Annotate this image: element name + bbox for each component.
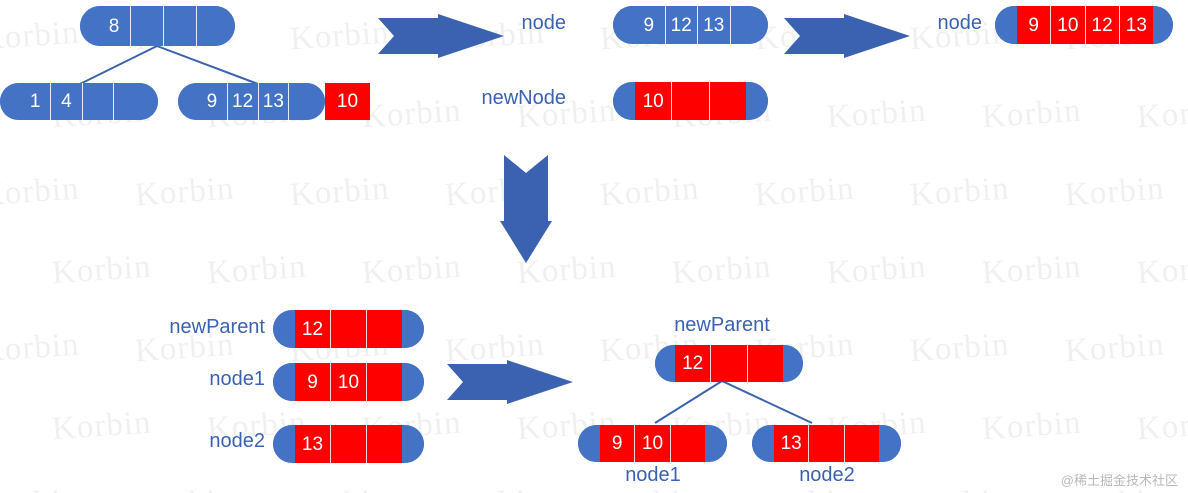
node-cell: 12 bbox=[295, 310, 330, 348]
stage1-right-child-node[interactable]: 9 12 13 bbox=[178, 83, 325, 120]
node-cell bbox=[81, 83, 113, 120]
node-cap-right bbox=[402, 363, 424, 401]
node-cell bbox=[288, 83, 319, 120]
node-cell: 13 bbox=[697, 6, 730, 44]
label-stage4-node1: node1 bbox=[209, 368, 265, 390]
stage1-left-child-node[interactable]: 1 4 bbox=[0, 83, 158, 120]
label-stage2-newnode: newNode bbox=[481, 87, 566, 109]
stage5-node1[interactable]: 9 10 bbox=[578, 425, 727, 462]
node-cap-left bbox=[995, 6, 1017, 44]
node-cell bbox=[112, 83, 144, 120]
node-cell: 9 bbox=[1017, 6, 1051, 44]
stage5-node2[interactable]: 13 bbox=[752, 425, 901, 462]
node-cap-right bbox=[782, 345, 803, 382]
arrow-stage1-to-stage2 bbox=[378, 14, 504, 58]
node-cell: 12 bbox=[664, 6, 697, 44]
node-cell bbox=[163, 6, 196, 46]
node-cell bbox=[729, 6, 762, 44]
node-cap-right bbox=[144, 83, 158, 120]
node-cell: 9 bbox=[295, 363, 330, 401]
node-cap-left bbox=[273, 363, 295, 401]
node-cell bbox=[130, 6, 163, 46]
node-cap-right bbox=[319, 83, 325, 120]
node-cell: 12 bbox=[1084, 6, 1119, 44]
node-cap-right bbox=[229, 6, 235, 46]
node-cap-right bbox=[402, 310, 424, 348]
label-stage5-node1: node1 bbox=[625, 464, 681, 486]
stage2-node[interactable]: 9 12 13 bbox=[613, 6, 768, 44]
stage1-root-node[interactable]: 8 bbox=[80, 6, 235, 46]
node-cap-right bbox=[704, 425, 727, 462]
stage5-newparent-node[interactable]: 12 bbox=[655, 345, 803, 382]
label-stage2-node: node bbox=[521, 12, 567, 34]
node-cell bbox=[366, 363, 402, 401]
node-cap-left bbox=[655, 345, 675, 382]
node-cap-left bbox=[613, 6, 633, 44]
node-cell: 13 bbox=[295, 425, 330, 463]
node-cell bbox=[669, 425, 705, 462]
node-cell: 10 bbox=[635, 82, 672, 120]
node-cell bbox=[746, 345, 783, 382]
node-cell bbox=[708, 82, 746, 120]
node-cell: 12 bbox=[675, 345, 711, 382]
node-cell: 12 bbox=[226, 83, 258, 120]
node-cell bbox=[366, 425, 402, 463]
node-cap-left bbox=[80, 6, 98, 46]
label-stage5-node2: node2 bbox=[799, 464, 855, 486]
node-cap-right bbox=[1153, 6, 1173, 44]
attribution-watermark: @稀土掘金技术社区 bbox=[1060, 473, 1178, 488]
node-cap-right bbox=[402, 425, 424, 463]
node-cap-right bbox=[745, 82, 768, 120]
label-stage3-node: node bbox=[937, 12, 983, 34]
node-cell: 4 bbox=[50, 83, 82, 120]
stage4-node1[interactable]: 9 10 bbox=[273, 363, 424, 401]
node-cell bbox=[330, 310, 366, 348]
node-cell: 9 bbox=[633, 6, 665, 44]
stage4-newparent-node[interactable]: 12 bbox=[273, 310, 424, 348]
node-cap-left bbox=[273, 310, 295, 348]
node-cell bbox=[366, 310, 402, 348]
node-cell bbox=[808, 425, 844, 462]
arrow-stage3-to-stage4 bbox=[500, 155, 552, 263]
node-cap-left bbox=[178, 83, 197, 120]
node-cap-left bbox=[0, 83, 20, 120]
node-cap-left bbox=[752, 425, 774, 462]
stage1-incoming-key-10[interactable]: 10 bbox=[325, 83, 370, 120]
node-cap-left bbox=[613, 82, 635, 120]
node-cell: 10 bbox=[330, 363, 366, 401]
node-cap-right bbox=[762, 6, 768, 44]
node-cap-left bbox=[578, 425, 600, 462]
node-cap-left bbox=[273, 425, 295, 463]
label-stage4-node2: node2 bbox=[209, 430, 265, 452]
node-cell: 10 bbox=[1050, 6, 1085, 44]
arrow-stage2-to-stage3 bbox=[784, 14, 910, 58]
node-cell bbox=[710, 345, 747, 382]
stage3-merged-node[interactable]: 9 10 12 13 bbox=[995, 6, 1173, 44]
node-cell: 9 bbox=[197, 83, 227, 120]
node-cell: 13 bbox=[1118, 6, 1153, 44]
label-stage4-newparent: newParent bbox=[169, 316, 265, 338]
node-cell: 10 bbox=[634, 425, 670, 462]
stage2-new-node[interactable]: 10 bbox=[613, 82, 768, 120]
stage4-node2[interactable]: 13 bbox=[273, 425, 424, 463]
node-cell: 13 bbox=[257, 83, 289, 120]
node-cell bbox=[196, 6, 229, 46]
node-cell: 1 bbox=[20, 83, 51, 120]
node-cell bbox=[330, 425, 366, 463]
node-cell: 8 bbox=[98, 6, 130, 46]
label-stage5-newparent: newParent bbox=[674, 314, 770, 336]
node-cell bbox=[843, 425, 879, 462]
node-cell: 9 bbox=[600, 425, 635, 462]
node-cell: 13 bbox=[774, 425, 809, 462]
arrow-stage4-to-stage5 bbox=[447, 360, 573, 404]
node-cell bbox=[671, 82, 709, 120]
node-cap-right bbox=[878, 425, 901, 462]
